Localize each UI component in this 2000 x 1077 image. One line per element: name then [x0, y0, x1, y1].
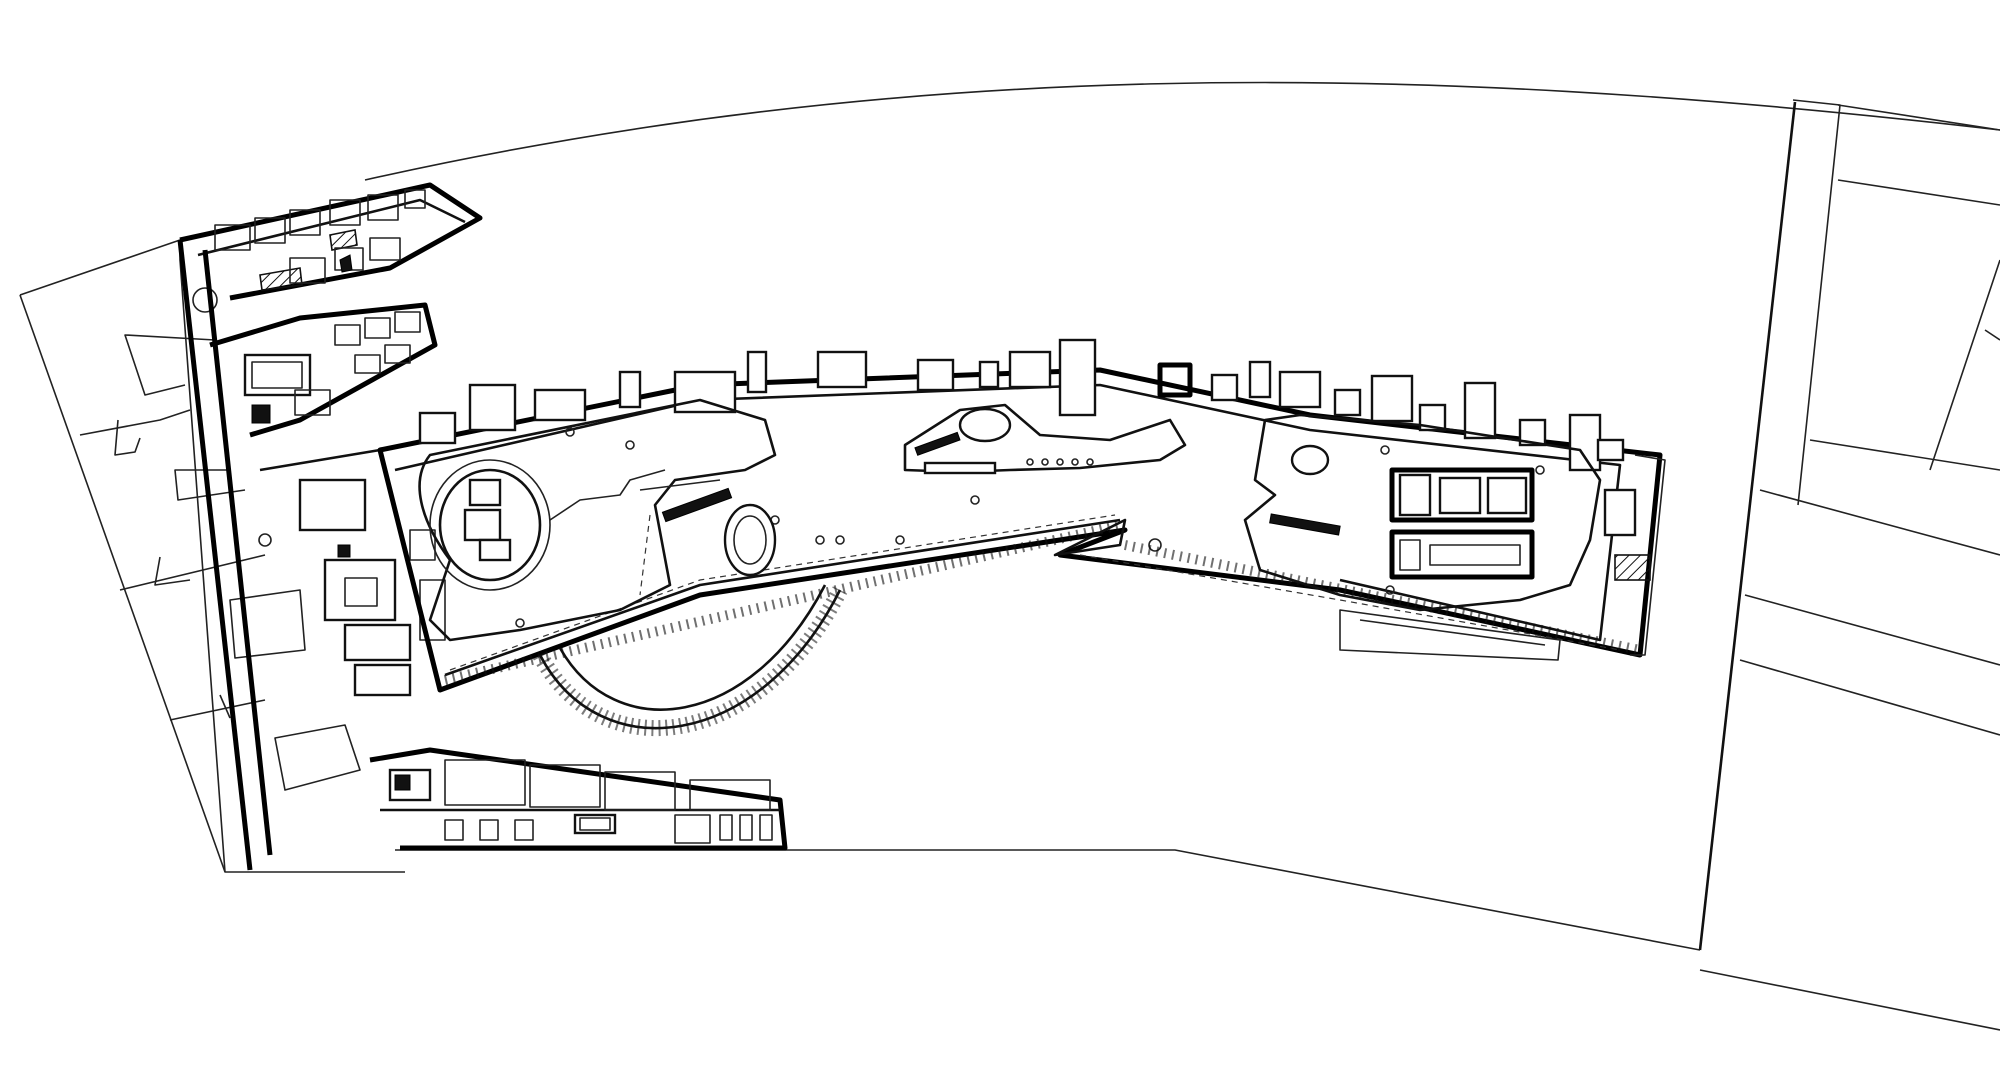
- oval-island: [418, 398, 825, 642]
- curved-ramp: [532, 584, 848, 737]
- adjacent-building-right: [1698, 99, 2000, 1031]
- central-platform: [835, 403, 1187, 552]
- east-stair: [1339, 454, 1666, 661]
- exhibition-pod-1: [723, 503, 777, 577]
- entrance-wedge: [443, 518, 1641, 685]
- west-spine: [177, 239, 446, 871]
- north-wing: [179, 182, 483, 313]
- south-wing: [369, 747, 788, 851]
- east-island: [1243, 413, 1602, 612]
- north-wing-2: [209, 302, 438, 438]
- facade-piers: [418, 338, 1625, 472]
